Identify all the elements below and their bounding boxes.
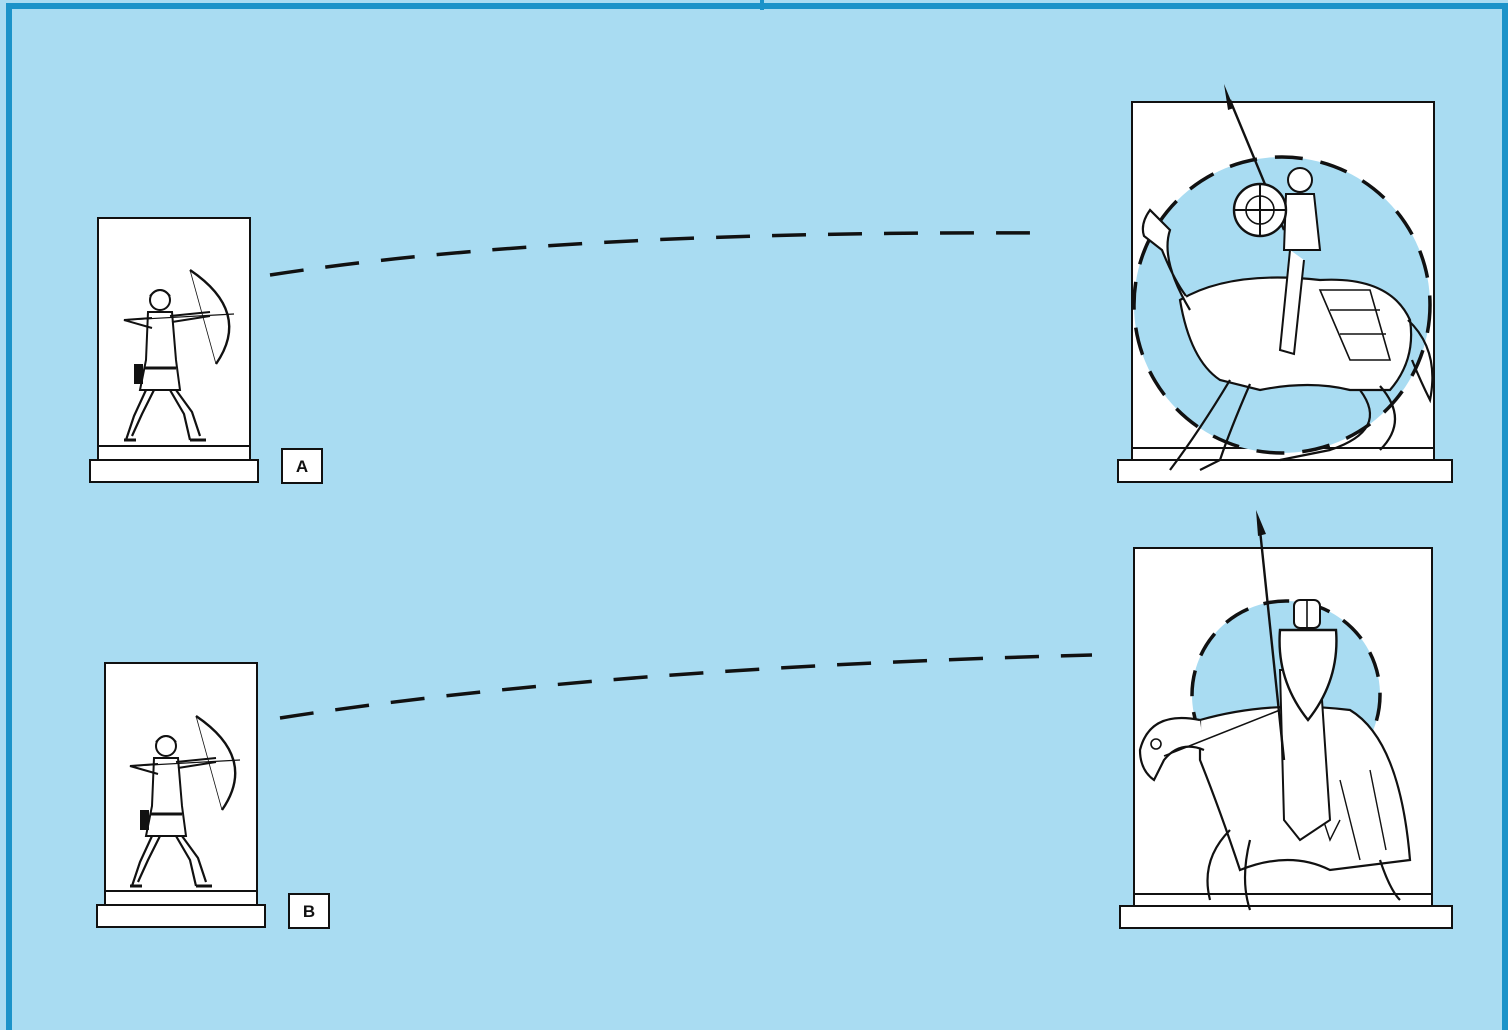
scenario-a: A — [89, 82, 1453, 484]
scenario-label-b: B — [288, 893, 330, 929]
archer-base-b — [96, 904, 266, 928]
target-card-b — [1119, 508, 1453, 929]
target-card-a — [1117, 82, 1453, 483]
archer-card-b — [96, 662, 266, 928]
scenario-label-a-text: A — [296, 457, 308, 476]
scenario-b: B — [96, 508, 1453, 929]
target-base-a — [1117, 459, 1453, 483]
archer-card-a — [89, 217, 259, 483]
panel-border — [6, 3, 1508, 1035]
scenario-label-b-text: B — [303, 902, 315, 921]
scenario-label-a: A — [281, 448, 323, 484]
arrow-trajectory-a — [269, 231, 1053, 277]
archer-base-a — [89, 459, 259, 483]
arrow-trajectory-b — [279, 653, 1093, 720]
target-base-b — [1119, 905, 1453, 929]
